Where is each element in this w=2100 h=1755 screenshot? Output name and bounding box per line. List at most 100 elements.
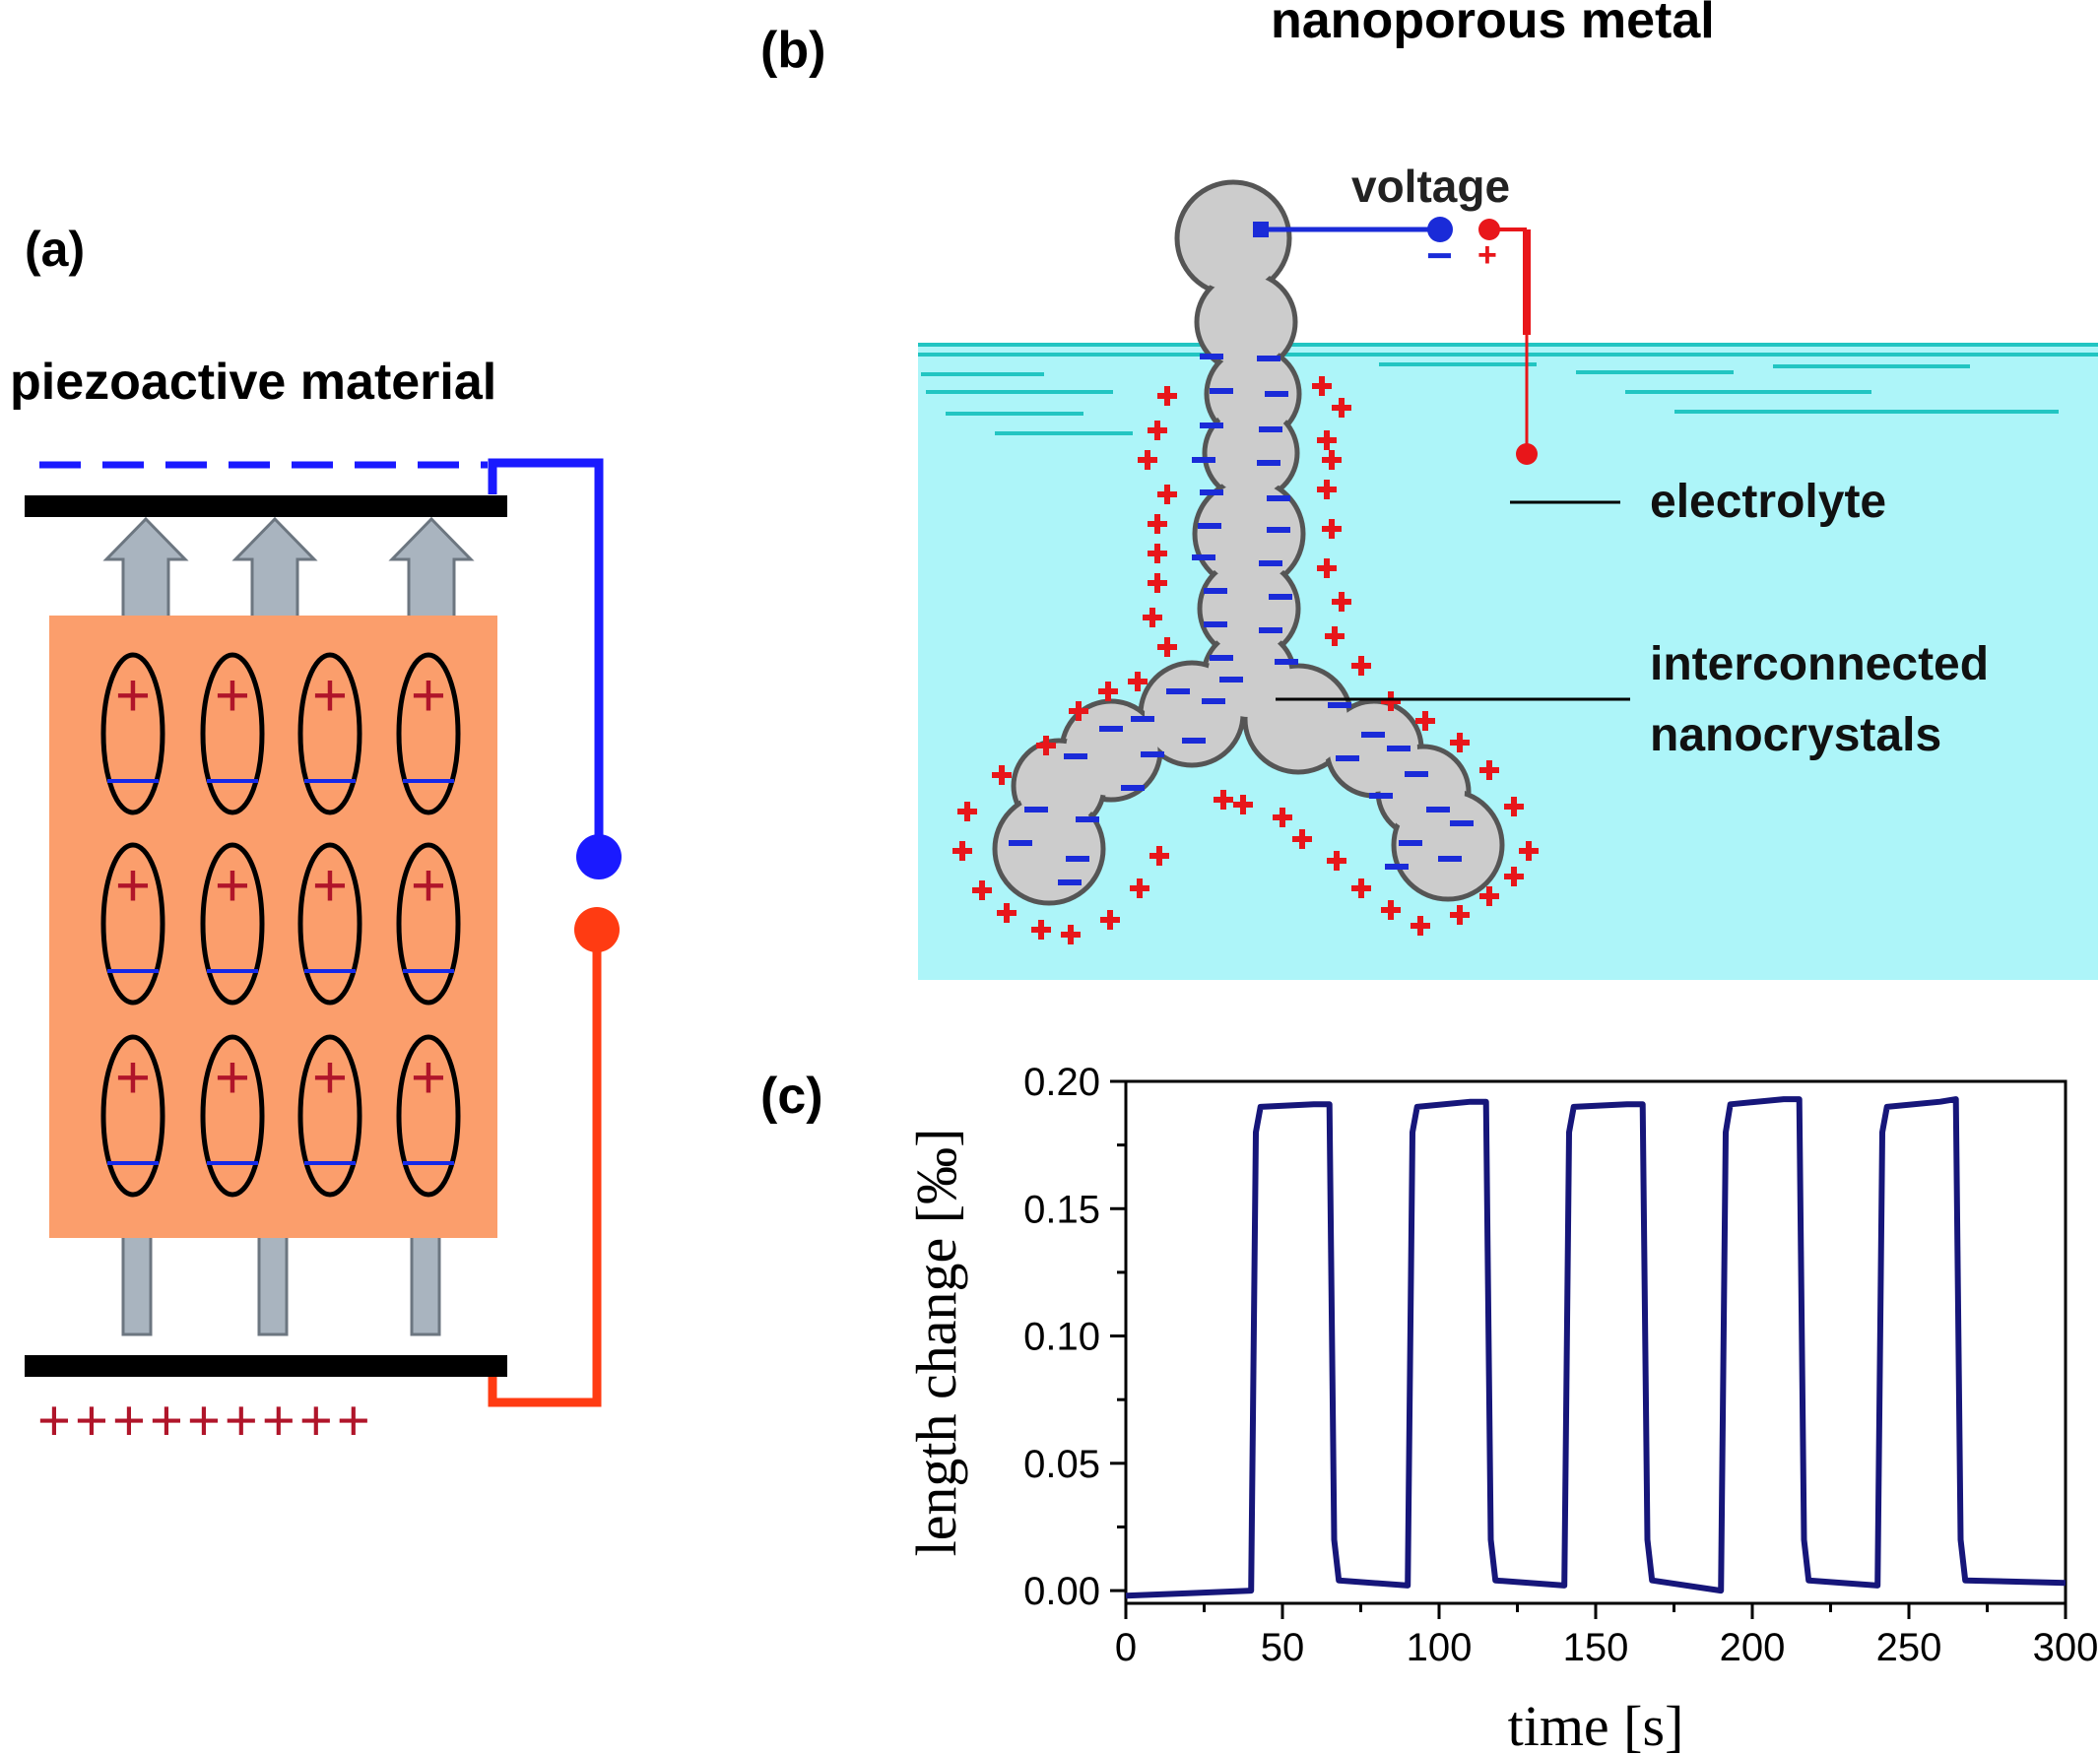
negative-charge [1267,495,1290,501]
positive-charge [1157,386,1177,406]
dipole-ellipse: + [100,842,165,1006]
negative-charge [1200,489,1223,495]
positive-charge [1322,450,1342,470]
plus-bar [1324,430,1330,450]
positive-charge [1069,701,1088,721]
nanocrystals-label-line2: nanocrystals [1650,709,1941,761]
positive-charge [1351,878,1371,898]
negative-charge [1200,422,1223,428]
positive-charge [1148,421,1167,440]
plus-bar [1137,878,1143,898]
plus-bar [1417,916,1423,936]
negative-charge [1438,856,1462,862]
positive-charge [1381,900,1401,920]
positive-charge [1233,795,1253,814]
negative-charge [1259,627,1282,633]
negative-charge [1267,527,1290,533]
nanocrystals-label-line1: interconnected [1650,638,1989,690]
positive-charge [1273,808,1292,827]
y-tick-label: 0.10 [1023,1316,1100,1359]
dipole-ellipse: + [100,652,165,815]
negative-charge [1204,588,1227,594]
negative-charge [1064,753,1087,759]
positive-charge [1327,851,1346,871]
dipole-outline [297,1034,362,1198]
negative-charge [1369,793,1393,799]
negative-charge [1058,879,1082,885]
positive-charge [1411,916,1430,936]
arrow-up-icon [102,516,189,620]
plus-bar [1164,386,1170,406]
positive-charge [957,802,977,821]
panel-a-title: piezoactive material [10,354,496,411]
negative-charge [1328,702,1351,708]
positive-charge [1148,573,1167,593]
plus-bar [1240,795,1246,814]
negative-charge [1257,356,1280,361]
plus-bar [1004,903,1010,923]
dipole-ellipse: + [100,1034,165,1198]
x-tick-label: 250 [1876,1626,1942,1669]
dipole-ellipse: + [297,652,362,815]
dipole-outline [200,842,265,1006]
negative-charge [1219,677,1243,682]
positive-charge [1450,905,1470,925]
plus-bar [1339,398,1345,418]
panel-b: (b) nanoporous metal [760,0,2098,980]
positive-charge [1317,430,1337,450]
negative-charge [1131,716,1154,722]
bottom-electrode [25,1355,507,1377]
positive-charge [1098,682,1118,701]
piezo-body [49,616,497,1238]
dipole-plus: + [215,662,250,730]
panel-b-title: nanoporous metal [1271,0,1715,49]
plus-bar [1457,733,1463,752]
dipole-outline [100,1034,165,1198]
counter-electrode-tip [1516,443,1538,465]
positive-charge [1157,637,1177,657]
positive-charge [1450,733,1470,752]
arrow-shaft [257,1234,289,1336]
dipole-outline [396,842,461,1006]
dipole-plus: + [312,662,348,730]
positive-charge [1061,925,1081,944]
dipole-plus: + [411,852,446,920]
positive-charge-row: + + + + + + + + + [37,1389,368,1453]
plus-bar [1334,851,1340,871]
plus-bar [1457,905,1463,925]
plus-bar [1358,656,1364,676]
top-electrode [25,495,507,517]
dipole-ellipse: + [200,842,265,1006]
plus-bar [1135,672,1141,691]
negative-voltage-terminal [1427,217,1453,242]
dipole-plus: + [411,1044,446,1112]
negative-charge [1336,755,1359,761]
positive-charge [1479,760,1499,780]
negative-charge [1076,816,1099,822]
positive-charge [1504,797,1524,816]
dipole-ellipse: + [297,1034,362,1198]
positive-charge [1148,544,1167,563]
positive-charge [1322,519,1342,539]
positive-terminal [574,907,620,952]
y-axis-label: length change [‰] [904,1129,968,1557]
plus-bar [1220,790,1226,810]
plus-bar [979,880,985,900]
negative-charge [1024,807,1048,812]
plus-bar [959,841,965,861]
negative-charge [1265,391,1288,397]
length-change-series [1125,1096,2067,1599]
negative-charge [1275,659,1298,665]
negative-charge [1399,840,1422,846]
negative-charge [1009,840,1032,846]
dipole-plus: + [215,1044,250,1112]
positive-charge [1149,846,1169,866]
negative-charge [1202,698,1225,704]
positive-charge [1130,878,1149,898]
negative-charge [1210,655,1233,661]
positive-charge [1381,691,1401,711]
negative-charge [1099,726,1123,732]
dipole-outline [297,842,362,1006]
